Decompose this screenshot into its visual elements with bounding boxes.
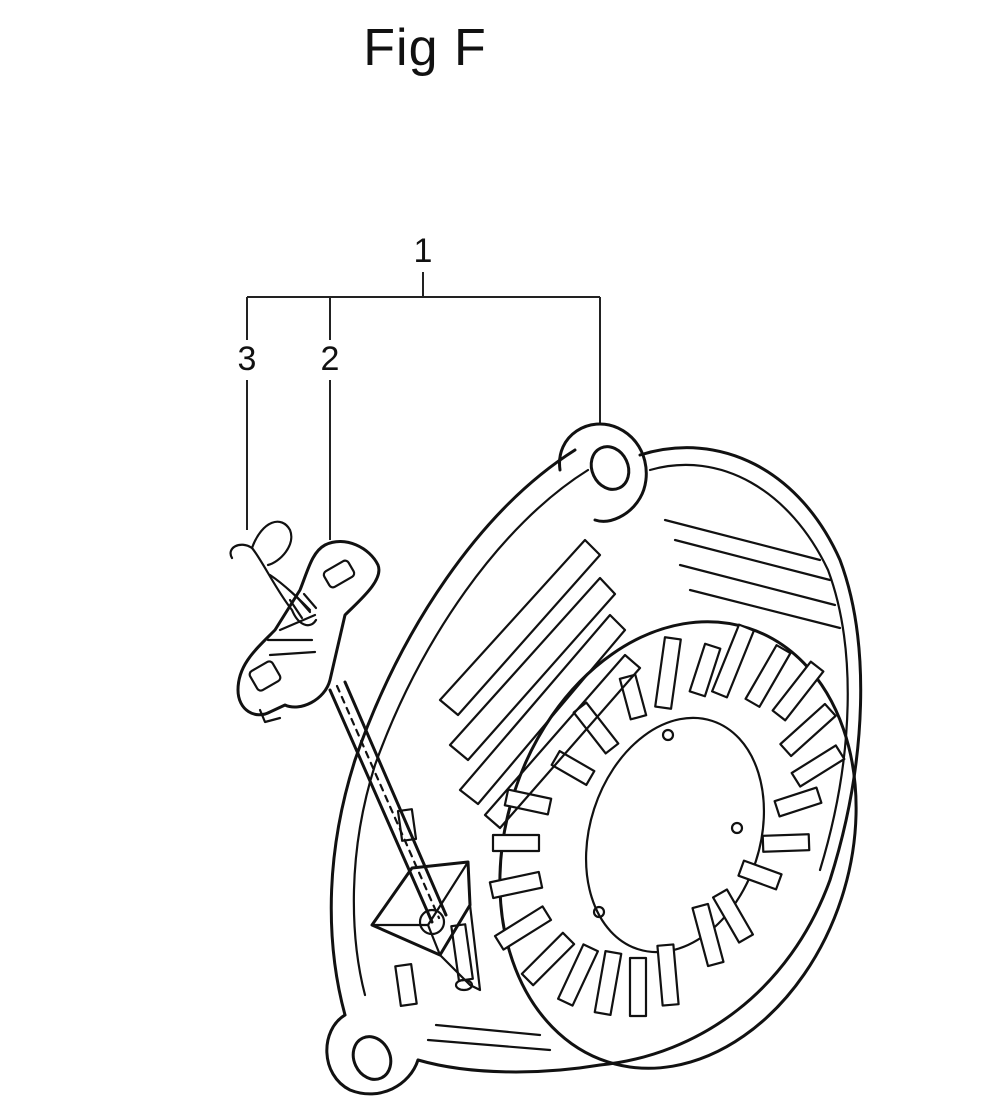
starter-housing <box>325 422 863 1096</box>
figure-title: Fig F <box>363 19 487 77</box>
starter-handle <box>236 540 381 724</box>
leader-lines <box>246 272 601 540</box>
face-vent-slots <box>488 623 846 1018</box>
callout-label-3: 3 <box>238 340 257 378</box>
callout-label-2: 2 <box>321 340 340 378</box>
starter-rope <box>328 680 448 924</box>
callout-label-1: 1 <box>414 232 433 270</box>
rope-knot <box>229 520 318 627</box>
